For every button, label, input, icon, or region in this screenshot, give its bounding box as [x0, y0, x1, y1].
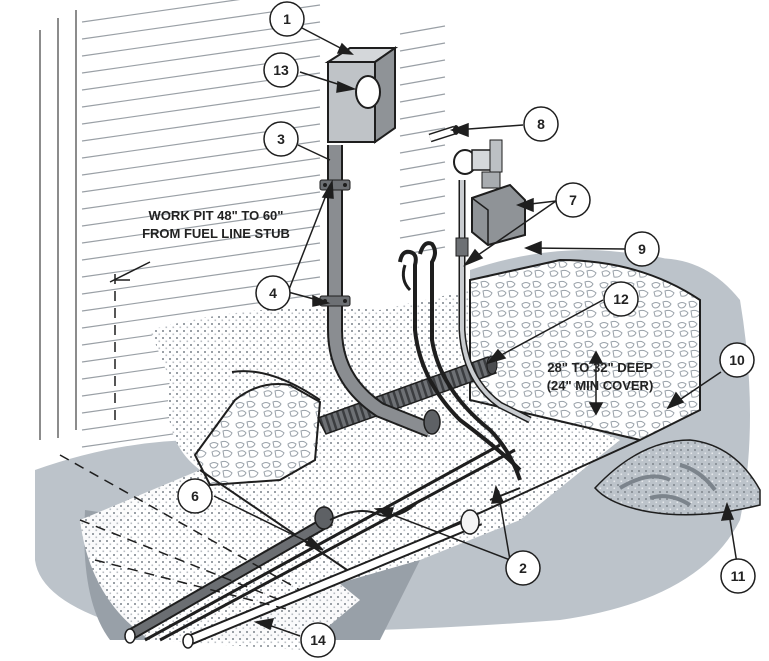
- loop-wires: [398, 241, 522, 481]
- siding-line: [81, 208, 321, 244]
- svg-text:1: 1: [283, 11, 291, 27]
- siding-line: [399, 144, 446, 154]
- depth-note-line1: 28" TO 32" DEEP: [547, 360, 653, 375]
- callout-8: 8: [523, 106, 559, 142]
- svg-text:14: 14: [310, 632, 326, 648]
- siding-line: [81, 157, 321, 193]
- meter-box: [324, 46, 399, 144]
- callout-1: 1: [269, 1, 305, 37]
- callout-13: 13: [263, 52, 299, 88]
- trench-edge: [231, 370, 321, 401]
- callout-9: 9: [624, 231, 660, 267]
- trench-floor-front: [80, 470, 360, 650]
- svg-text:13: 13: [273, 62, 289, 78]
- depth-dimension: [588, 350, 604, 416]
- callout-11: 11: [720, 558, 756, 594]
- svg-text:9: 9: [638, 241, 646, 257]
- callout-7: 7: [555, 182, 591, 218]
- callout-3: 3: [263, 121, 299, 157]
- siding-line: [81, 242, 321, 278]
- svg-text:11: 11: [731, 568, 746, 584]
- siding-line: [399, 229, 446, 239]
- siding-line: [399, 42, 446, 52]
- siding-line: [399, 178, 446, 188]
- siding-line: [81, 38, 321, 74]
- siding-line: [81, 89, 321, 125]
- gravel-wall-left: [193, 383, 322, 487]
- work-pit-note-line2: FROM FUEL LINE STUB: [142, 226, 290, 241]
- siding-line: [81, 0, 241, 23]
- projection-lines: [59, 270, 301, 611]
- spoil-pile-shading: [618, 463, 717, 507]
- siding-line: [399, 127, 446, 137]
- siding-line: [399, 195, 446, 205]
- siding-line: [399, 59, 446, 69]
- siding-line: [81, 106, 321, 142]
- svg-text:10: 10: [729, 352, 745, 368]
- fuel-riser: [455, 180, 532, 424]
- gas-meter: [453, 139, 526, 247]
- svg-text:12: 12: [613, 291, 629, 307]
- svg-text:4: 4: [269, 285, 277, 301]
- siding-line: [81, 259, 321, 295]
- svg-text:8: 8: [537, 116, 545, 132]
- siding-line: [81, 191, 321, 227]
- leader-lines: [109, 27, 739, 637]
- svg-text:7: 7: [569, 192, 577, 208]
- conduit-end: [423, 409, 441, 435]
- gravel-wall-right: [469, 258, 701, 442]
- depth-note-line2: (24" MIN COVER): [547, 378, 654, 393]
- callout-4: 4: [255, 275, 291, 311]
- svg-text:3: 3: [277, 131, 285, 147]
- svg-text:2: 2: [519, 560, 527, 576]
- callout-6: 6: [177, 478, 213, 514]
- siding-line: [81, 174, 321, 210]
- callout-10: 10: [719, 342, 755, 378]
- siding-line: [399, 110, 446, 120]
- siding-line: [399, 161, 446, 171]
- buried-lines: [124, 443, 521, 649]
- siding-line: [399, 76, 446, 86]
- corrugated-sleeve: [316, 356, 498, 435]
- callout-2: 2: [505, 550, 541, 586]
- spoil-pile: [593, 439, 761, 516]
- siding-line: [399, 93, 446, 103]
- siding-line: [399, 212, 446, 222]
- siding-line: [81, 225, 321, 261]
- svg-text:6: 6: [191, 488, 199, 504]
- siding-line: [399, 25, 446, 35]
- work-pit-note-line1: WORK PIT 48" TO 60": [149, 208, 284, 223]
- callout-12: 12: [603, 281, 639, 317]
- callout-14: 14: [300, 622, 336, 658]
